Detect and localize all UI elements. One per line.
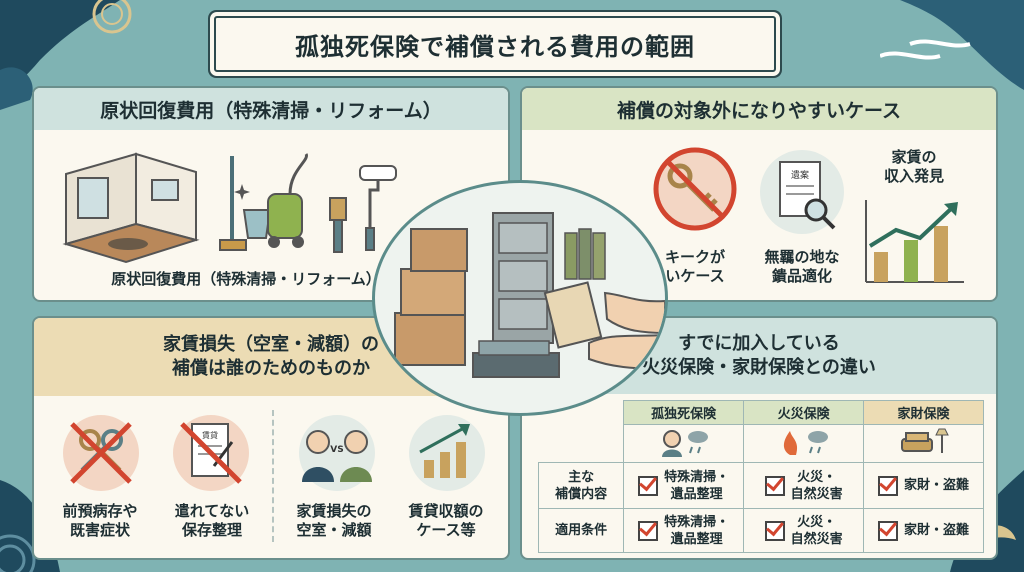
column-header-lonely-death: 孤独死保険 [623,400,745,425]
table-cell: 火災・ 自然災害 [743,462,865,509]
table-cell: 特殊清掃・ 遺品整理 [623,462,745,509]
cleaning-equipment-icon [219,153,308,251]
column-icon-cell [863,424,984,463]
table-cell: 家財・盗難 [863,462,984,509]
cell-text: 特殊清掃・ 遺品整理 [664,514,730,547]
page-title: 孤独死保険で補償される費用の範囲 [295,32,695,61]
room-floor-stain-icon [62,152,200,264]
column-header-fire: 火災保険 [743,400,865,425]
bar-chart-icon [409,415,485,491]
rising-chart-icon [865,200,964,283]
row-label-conditions: 適用条件 [537,508,625,553]
rent-label-2: 遣れてない 保存整理 [174,502,250,539]
cell-text: 火災・ 自然災害 [790,469,843,502]
crossed-keys-icon [63,415,139,491]
comparison-table: 孤独死保険 火災保険 家財保険 [537,400,984,553]
document-magnifier-icon: 遺案 [760,150,844,234]
wave-pattern-top-left [0,0,132,110]
wave-pattern-top-right [880,0,1024,90]
checkmark-icon [878,475,899,496]
checkmark-icon [638,520,659,541]
checkmark-icon [764,475,785,496]
cell-text: 特殊清掃・ 遺品整理 [664,469,730,502]
crossed-document-icon: 賃貸 [173,415,249,491]
panel-restoration-header: 原状回復費用（特殊清掃・リフォーム） [34,88,508,130]
panel-excluded-heading: 補償の対象外になりやすいケース [616,99,902,122]
checkmark-icon [638,475,659,496]
center-illustration [372,180,668,416]
panel-restoration-caption: 原状回復費用（特殊清掃・リフォーム） [111,270,381,288]
paint-brush-roller-icon [329,165,397,253]
column-icon-cell [743,424,865,463]
fire-rain-icon [783,430,828,455]
no-key-icon [653,147,737,231]
panel-rent-heading: 家賃損失（空室・減額）の 補償は誰のためのものか [163,334,379,379]
checkmark-icon [764,520,785,541]
rent-label-3: 家賃損失の 空室・減額 [296,502,372,539]
excluded-key-label: キークが いケース [664,248,725,285]
rent-label-4: 賃貸収額の ケース等 [408,502,484,539]
rent-label-1: 前預病存や 既害症状 [62,502,138,539]
excluded-document-label: 無羈の地な 鐀品適化 [764,248,840,285]
checkmark-icon [878,520,899,541]
panel-excluded-header: 補償の対象外になりやすいケース [522,88,996,130]
cell-text: 火災・ 自然災害 [790,514,843,547]
boxes-cabinet-documents-icon [394,212,665,378]
document-text: 賃貸 [202,430,218,440]
cell-text: 家財・盗難 [904,478,970,493]
row-label-coverage: 主な 補償内容 [537,462,625,509]
sparkle-icon [234,184,250,200]
divider [272,410,274,542]
column-icon-cell [623,424,745,463]
table-cell: 火災・ 自然災害 [743,508,865,553]
person-rain-icon [661,429,708,457]
table-cell: 家財・盗難 [863,508,984,553]
document-text: 遺案 [791,169,809,181]
page-title-box: 孤独死保険で補償される費用の範囲 [214,16,776,72]
empty-cell [539,425,624,463]
vs-badge: VS [330,445,343,455]
panel-restoration-heading: 原状回復費用（特殊清掃・リフォーム） [100,99,442,122]
two-people-vs-icon: VS [299,415,375,491]
sofa-lamp-icon [900,428,949,453]
cell-text: 家財・盗難 [904,523,970,538]
panel-comparison-heading: すでに加入している 火災保険・家財保険との違い [642,333,876,378]
table-cell: 特殊清掃・ 遺品整理 [623,508,745,553]
column-header-household: 家財保険 [863,400,984,425]
excluded-rent-heading: 家賃の 収入発見 [883,148,944,185]
